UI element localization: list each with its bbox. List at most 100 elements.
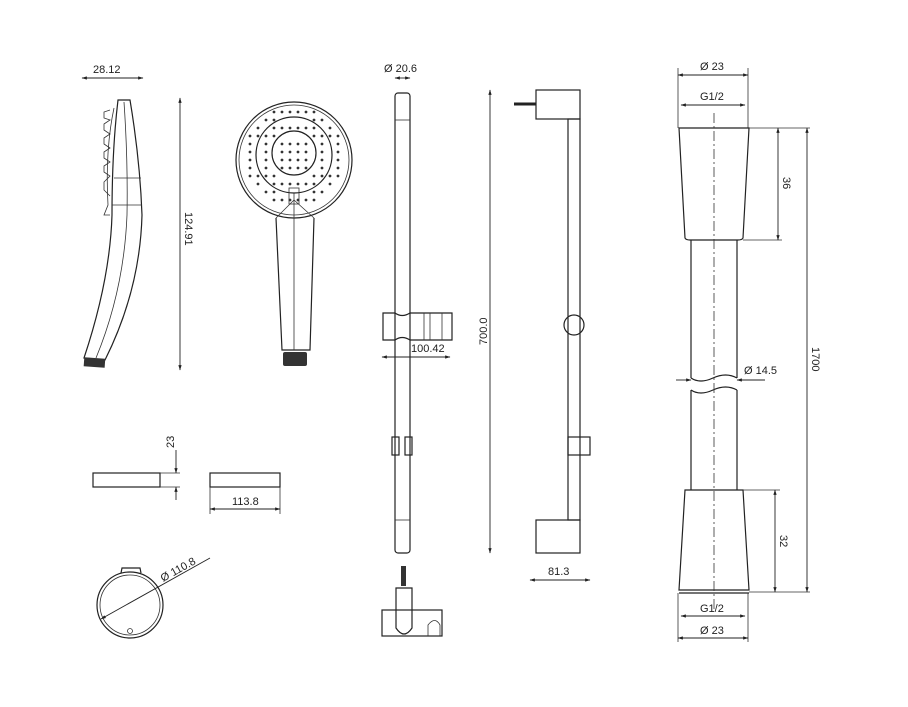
nozzle-dot [280, 198, 284, 202]
nozzle-dot [312, 118, 316, 122]
hand-shower-side-view: 28.12 124.91 [81, 64, 194, 371]
nozzle-dot [328, 174, 332, 178]
nozzle-dot [304, 198, 308, 202]
nozzle-dot [256, 174, 260, 178]
hand-shower-front-view [235, 101, 353, 366]
soap-dish: 23 113.8 Ø 110.8 [92, 436, 281, 639]
nozzle-dot [248, 150, 252, 154]
nozzle-dot [304, 142, 308, 146]
nozzle-dot [288, 150, 292, 154]
nozzle-dot [320, 174, 324, 178]
nozzle-dot [280, 166, 284, 170]
nozzle-dot [312, 198, 316, 202]
nozzle-dot [280, 142, 284, 146]
hand-shower-height-label: 124.91 [182, 212, 194, 246]
nozzle-dot [280, 182, 284, 186]
nozzle-dot [248, 166, 252, 170]
nozzle-dot [304, 150, 308, 154]
nozzle-dot [264, 134, 268, 138]
nozzle-dot [264, 118, 268, 122]
soap-dish-width-label: 113.8 [232, 496, 259, 508]
nozzle-dot [328, 134, 332, 138]
nozzle-dot [320, 134, 324, 138]
hand-shower-depth-label: 28.12 [93, 64, 121, 76]
nozzle-dot [288, 110, 292, 114]
nozzle-dot [312, 134, 316, 138]
nozzle-dot [288, 166, 292, 170]
nozzle-dot [264, 166, 268, 170]
nozzle-dot [272, 110, 276, 114]
nozzle-dot [264, 174, 268, 178]
nozzle-dot [304, 182, 308, 186]
nozzle-dot [328, 126, 332, 130]
nozzle-dot [312, 174, 316, 178]
nozzle-dot [296, 182, 300, 186]
bottom-diameter-label: Ø 23 [700, 625, 724, 637]
nozzle-dot [336, 142, 340, 146]
nozzle-dot [312, 126, 316, 130]
nozzle-dot [296, 166, 300, 170]
nozzle-dot [280, 150, 284, 154]
bottom-nut-length-label: 32 [777, 535, 789, 547]
nozzle-dot [336, 166, 340, 170]
nozzle-dot [312, 110, 316, 114]
nozzle-dot [248, 174, 252, 178]
total-length-label: 1700 [809, 347, 821, 371]
nozzle-dot [256, 134, 260, 138]
nozzle-dot [296, 110, 300, 114]
nozzle-dot [264, 158, 268, 162]
nozzle-dot [256, 182, 260, 186]
slide-bar-length-label: 700.0 [478, 317, 490, 345]
slide-bar-diameter-label: Ø 20.6 [384, 63, 417, 75]
shower-hose: Ø 23 G1/2 36 1700 Ø 14.5 32 G1/2 Ø 23 [676, 61, 821, 642]
nozzle-dot [296, 150, 300, 154]
nozzle-dot [336, 158, 340, 162]
nozzle-dot [272, 134, 276, 138]
nozzle-dot [256, 126, 260, 130]
nozzle-dot [272, 182, 276, 186]
nozzle-dot [320, 118, 324, 122]
nozzle-dot [264, 190, 268, 194]
nozzle-dot [312, 190, 316, 194]
nozzle-dot [264, 142, 268, 146]
nozzle-dot [304, 158, 308, 162]
slider [382, 312, 453, 341]
nozzle-dot [336, 134, 340, 138]
top-diameter-label: Ø 23 [700, 61, 724, 73]
nozzle-dot [272, 190, 276, 194]
slide-bar-front-view: Ø 20.6 100.42 700.0 [381, 63, 492, 637]
nozzle-dot [320, 142, 324, 146]
nozzle-dot [304, 126, 308, 130]
nozzle-dot [320, 166, 324, 170]
nozzle-dot [288, 182, 292, 186]
slider-width-label: 100.42 [411, 343, 445, 355]
nozzle-dot [280, 110, 284, 114]
nozzle-dot [320, 158, 324, 162]
nozzle-dot [296, 142, 300, 146]
hose-diameter-label: Ø 14.5 [744, 365, 777, 377]
soap-dish-height-label: 23 [165, 436, 177, 448]
soap-dish-diameter-label: Ø 110.8 [159, 556, 198, 585]
nozzle-dot [288, 126, 292, 130]
nozzle-dot [304, 110, 308, 114]
nozzle-dot [328, 182, 332, 186]
nozzle-dot [288, 158, 292, 162]
bottom-thread-label: G1/2 [700, 603, 724, 615]
nozzle-dot [320, 150, 324, 154]
nozzle-dot [272, 174, 276, 178]
nozzle-dot [264, 150, 268, 154]
projection-label: 81.3 [548, 566, 569, 578]
nozzle-dot [272, 198, 276, 202]
top-thread-label: G1/2 [700, 91, 724, 103]
slide-bar-side-view: 81.3 [514, 89, 591, 582]
nozzle-dot [288, 142, 292, 146]
nozzle-ridges-icon [103, 109, 111, 197]
nozzle-dot [272, 118, 276, 122]
nozzle-dot [296, 158, 300, 162]
spray-nozzles [248, 110, 340, 202]
nozzle-dot [304, 166, 308, 170]
nozzle-dot [336, 174, 340, 178]
nozzle-dot [248, 142, 252, 146]
top-nut-length-label: 36 [780, 177, 792, 189]
